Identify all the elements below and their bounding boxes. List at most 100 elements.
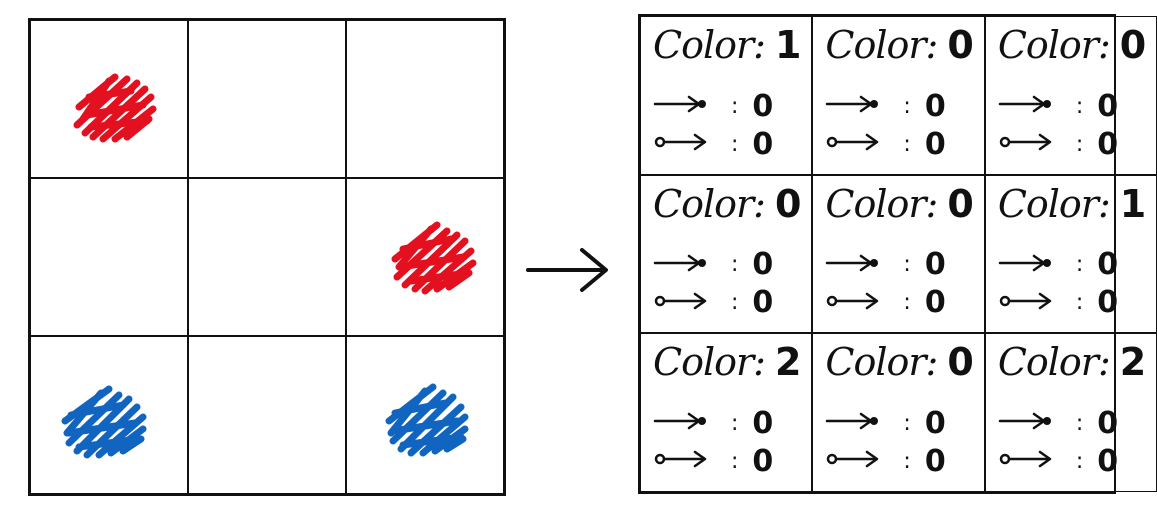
arrow-dot-icon (825, 94, 881, 118)
source-cell-0 (30, 20, 188, 178)
pointer-a-row: :0 (998, 246, 1146, 284)
pointer-a-row: :0 (998, 87, 1146, 125)
color-row: Color:1 (653, 23, 801, 87)
state-cell-8: Color:2:0:0 (984, 333, 1157, 492)
color-value: 0 (947, 340, 974, 385)
pointer-b-value: 0 (752, 126, 774, 162)
separator: : (1075, 448, 1084, 474)
separator: : (903, 448, 911, 474)
pointer-b-row: :0 (825, 284, 973, 322)
color-label: Color: (825, 181, 938, 226)
state-cell-3: Color:0:0:0 (640, 174, 813, 334)
state-cell-7: Color:0:0:0 (812, 333, 985, 492)
pointer-b-value: 0 (752, 443, 774, 479)
dot-arrow-icon (825, 291, 881, 315)
pointer-b-value: 0 (752, 285, 774, 321)
separator: : (1075, 93, 1084, 119)
source-cell-3 (30, 178, 188, 336)
state-cell-6: Color:2:0:0 (640, 333, 813, 492)
separator: : (1075, 410, 1084, 436)
red-scribble-icon (391, 221, 477, 295)
color-label: Color: (997, 181, 1111, 226)
separator: : (731, 93, 739, 119)
pointer-a-value: 0 (752, 247, 774, 283)
color-row: Color:0 (653, 182, 801, 246)
separator: : (731, 252, 739, 278)
arrow-dot-icon (653, 253, 709, 277)
blue-scribble-icon (385, 383, 469, 457)
pointer-b-row: :0 (998, 284, 1146, 322)
dot-arrow-icon (998, 132, 1054, 156)
separator: : (1075, 131, 1084, 157)
separator: : (731, 290, 739, 316)
color-value: 2 (1119, 340, 1147, 385)
pointer-a-row: :0 (653, 404, 801, 442)
pointer-b-row: :0 (825, 125, 973, 163)
pointer-b-value: 0 (924, 285, 946, 321)
separator: : (903, 290, 911, 316)
color-label: Color: (653, 23, 766, 67)
color-value: 2 (774, 340, 802, 385)
source-grid (28, 18, 506, 496)
arrow-dot-icon (998, 253, 1054, 277)
dot-arrow-icon (998, 449, 1054, 473)
color-row: Color:0 (998, 23, 1146, 87)
arrow-dot-icon (998, 94, 1054, 118)
pointer-a-value: 0 (924, 247, 946, 283)
pointer-b-value: 0 (1097, 285, 1119, 321)
right-arrow-icon (526, 248, 608, 292)
dot-arrow-icon (825, 132, 881, 156)
dot-arrow-icon (653, 291, 709, 315)
pointer-a-value: 0 (752, 405, 774, 441)
pointer-b-row: :0 (825, 442, 973, 480)
color-value: 0 (774, 181, 802, 226)
source-cell-5 (346, 178, 504, 336)
color-row: Color:0 (825, 340, 973, 404)
color-value: 1 (1119, 181, 1147, 226)
source-cell-4 (188, 178, 346, 336)
state-cell-4: Color:0:0:0 (812, 174, 985, 334)
color-label: Color: (825, 340, 938, 385)
state-cell-1: Color:0:0:0 (812, 16, 985, 175)
color-row: Color:0 (825, 23, 973, 87)
separator: : (903, 252, 911, 278)
separator: : (903, 410, 911, 436)
arrow-dot-icon (653, 411, 709, 435)
pointer-b-row: :0 (653, 284, 801, 322)
arrow-dot-icon (998, 411, 1054, 435)
color-label: Color: (653, 340, 766, 385)
arrow-dot-icon (825, 253, 881, 277)
arrow-dot-icon (653, 94, 709, 118)
state-cell-5: Color:1:0:0 (984, 174, 1157, 334)
separator: : (731, 410, 739, 436)
color-row: Color:2 (653, 340, 801, 404)
separator: : (1075, 290, 1084, 316)
arrow-dot-icon (825, 411, 881, 435)
pointer-a-value: 0 (1097, 247, 1119, 283)
color-label: Color: (997, 23, 1111, 67)
pointer-a-row: :0 (653, 87, 801, 125)
separator: : (903, 131, 911, 157)
dot-arrow-icon (825, 449, 881, 473)
dot-arrow-icon (998, 291, 1054, 315)
pointer-a-value: 0 (1097, 88, 1119, 124)
red-scribble-icon (73, 73, 157, 143)
separator: : (731, 448, 739, 474)
color-value: 0 (947, 181, 974, 226)
source-cell-2 (346, 20, 504, 178)
pointer-b-row: :0 (653, 125, 801, 163)
color-row: Color:1 (998, 182, 1146, 246)
pointer-b-value: 0 (924, 126, 946, 162)
pointer-b-row: :0 (998, 442, 1146, 480)
pointer-b-value: 0 (1097, 443, 1119, 479)
color-label: Color: (653, 181, 766, 226)
dot-arrow-icon (653, 449, 709, 473)
pointer-a-value: 0 (752, 88, 774, 124)
color-value: 1 (774, 23, 802, 67)
pointer-b-value: 0 (924, 443, 946, 479)
separator: : (731, 131, 739, 157)
pointer-a-value: 0 (924, 405, 946, 441)
dot-arrow-icon (653, 132, 709, 156)
state-cell-2: Color:0:0:0 (984, 16, 1157, 175)
color-label: Color: (825, 23, 938, 67)
